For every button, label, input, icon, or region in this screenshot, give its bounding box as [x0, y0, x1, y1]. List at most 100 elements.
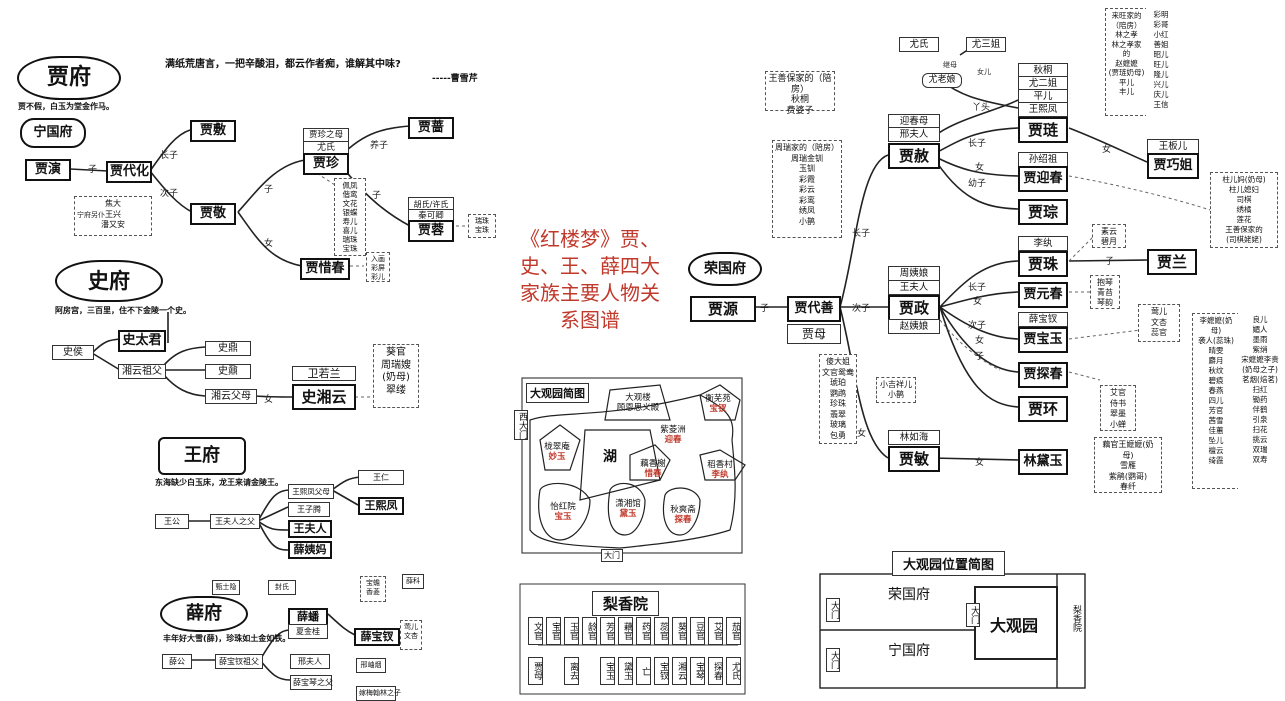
actress-box: 蕊官: [654, 617, 669, 645]
person-jiaqiaojie: 贾巧姐: [1147, 153, 1199, 179]
label-she-changzi: 长子: [968, 139, 987, 149]
she-servants: 王善保家的（陪房） 秋桐 费婆子: [765, 71, 835, 116]
label-she-youzi: 幼子: [968, 179, 987, 189]
label-zheng-nv: 女: [973, 297, 983, 307]
person-jiacong: 贾琮: [1018, 199, 1068, 225]
jiazhu-maids: 素云 碧月: [1092, 224, 1126, 248]
label-nver: 女儿: [977, 68, 991, 76]
person-youshi-rong: 尤氏: [899, 37, 939, 52]
place-qiushuangzhai: 秋爽斋探春: [670, 505, 696, 525]
assignment-box: 尤氏: [726, 657, 741, 685]
person-liwan: 李纨: [1018, 236, 1068, 251]
person-linruhai: 林如海: [888, 430, 940, 445]
label-rong-cizi: 次子: [852, 304, 871, 314]
label-changzi: 长子: [160, 151, 179, 161]
person-shixiangyun: 史湘云: [292, 384, 356, 410]
assignment-box: 湘云: [672, 657, 687, 685]
zhao-maids: 小吉祥儿 小鹊: [876, 377, 916, 403]
xue-motto: 丰年好大雪(薛)，珍珠如土金如铁。: [163, 634, 291, 643]
person-xiangyun-parents: 湘云父母: [205, 389, 257, 404]
person-jiazhen: 贾珍: [303, 153, 349, 175]
person-jiadaihua: 贾代化: [106, 161, 152, 183]
lixiang-title: 梨香院: [592, 591, 660, 616]
position-gate-rong: 大门: [826, 598, 840, 622]
jiarong-maids: 瑞珠 宝珠: [468, 214, 496, 238]
label-lian-nv: 女: [1102, 145, 1112, 155]
assignment-box: 离去: [564, 657, 579, 685]
rongguo-house: 荣国府: [688, 252, 762, 286]
label-zheng-changzi: 长子: [968, 283, 987, 293]
person-xueke: 薛科: [402, 574, 424, 589]
person-zhenshiyin: 甄士隐: [212, 580, 240, 595]
label-she-nv: 女: [975, 163, 985, 173]
main-title: 《红楼梦》贾、史、王、薛四大家族主要人物关系图谱: [520, 227, 660, 332]
actress-box: 葵官: [672, 617, 687, 645]
wang-banner: 王府: [158, 437, 246, 475]
person-jiazhu: 贾珠: [1018, 251, 1068, 277]
person-shihou: 史侯: [52, 345, 94, 360]
place-ouxiangxie: 藕香榭惜春: [640, 459, 666, 479]
baoyu-maids-2: 良儿 媚人 墨雨 紫绡 宋嬷嬷李贵(奶母之子) 茗烟(焙茗) 扫红 锄药 伴鹤 …: [1238, 313, 1282, 489]
assignment-box: 宝琴: [690, 657, 705, 685]
jiamu-maids: 傻大姐 文官鸳鸯 琥珀 鹦鹉 珍珠 翡翠 玻璃 包勇: [819, 354, 857, 444]
person-zhaoyiniang: 赵姨娘: [888, 319, 940, 334]
zheng-servants: 周瑞家的（陪房） 周瑞金钏 玉钏 彩霞 彩云 彩鸾 绣凤 小鹊: [772, 140, 842, 238]
person-jiadaishan: 贾代善: [787, 296, 841, 322]
actress-box: 茄官: [726, 617, 741, 645]
person-yousanjie: 尤三姐: [966, 37, 1006, 52]
position-gate-ning: 大门: [826, 648, 840, 672]
jia-motto: 贾不假，白玉为堂金作马。: [18, 102, 114, 111]
wang-motto: 东海缺少白玉床，龙王来请金陵王。: [155, 478, 283, 487]
label-shi-nv: 女: [264, 395, 274, 405]
person-xuebaochai: 薛宝钗: [354, 628, 400, 646]
actress-box: 文官: [528, 617, 543, 645]
person-jiazheng: 贾政: [888, 295, 940, 321]
person-jialan: 贾兰: [1147, 249, 1197, 275]
person-jiatanchun: 贾探春: [1018, 362, 1068, 388]
actress-box: 豆官: [690, 617, 705, 645]
label-nv-1: 女: [264, 239, 274, 249]
person-wangbaner: 王板儿: [1147, 139, 1199, 154]
assignment-box: 贾母: [528, 657, 543, 685]
verse-author: -----曹雪芹: [432, 74, 478, 84]
person-jiahuan: 贾环: [1018, 396, 1068, 422]
position-rongguofu: 荣国府: [888, 587, 930, 603]
person-fengshi: 封氏: [268, 580, 296, 595]
person-wangren: 王仁: [358, 470, 404, 485]
place-hengwuyuan: 衡芜苑宝钗: [705, 394, 731, 414]
label-min-nv: 女: [975, 458, 985, 468]
label-zheng-zi: 子: [975, 352, 985, 362]
position-title: 大观园位置简图: [892, 551, 1006, 576]
baoyu-wife-maids: 莺儿 文杏 蕊官: [1138, 304, 1180, 342]
label-zi-1: 子: [88, 165, 98, 175]
person-jialian: 贾琏: [1018, 117, 1068, 143]
garden-main-gate: 大门: [601, 549, 623, 562]
note-meihanlin: 嫁梅翰林之子: [356, 686, 401, 701]
jia-banner: 贾府: [17, 56, 121, 100]
label-rong-changzi: 长子: [852, 229, 871, 239]
person-wangxifeng: 王熙凤: [358, 497, 404, 515]
label-zheng-cizi: 次子: [968, 321, 987, 331]
place-ziling: 紫菱洲迎春: [660, 425, 686, 445]
lixiang-actresses: 文官 宝官 玉官 龄官 芳官 藕官 药官 蕊官 葵官 豆官 艾官 茄官: [528, 617, 742, 647]
place-xiaoxiangguan: 潇湘馆黛玉: [615, 499, 641, 519]
xue-banner: 薛府: [160, 596, 248, 632]
person-wang-father: 王夫人之父: [210, 514, 260, 529]
position-ningguofu: 宁国府: [888, 643, 930, 659]
position-gate-garden: 大门: [966, 603, 980, 627]
person-lindaiyu: 林黛玉: [1018, 449, 1068, 475]
actress-box: 玉官: [564, 617, 579, 645]
yuanchun-maids: 抱琴 青苔 琴韵: [1090, 275, 1120, 309]
person-jiaxichun: 贾惜春: [300, 258, 350, 280]
lixiang-assignments: 贾母 离去 宝玉 黛玉 亡 宝钗 湘云 宝琴 探春 尤氏: [528, 657, 742, 687]
jiazhen-maids: 佩凤 偕鸾 文花 银蝶 寿儿 喜儿 瑞珠 宝珠: [334, 178, 366, 256]
person-wangfuren: 王夫人: [288, 520, 332, 538]
garden-lake: 湖: [603, 449, 617, 465]
label-rong-nv: 女: [857, 429, 867, 439]
person-jiaqiang: 贾蔷: [408, 117, 454, 139]
ningguo-servants: 焦大 王兴 潘又安: [74, 196, 152, 236]
person-xiangyun-grandfather: 湘云祖父: [118, 364, 166, 379]
label-zheng-nv-2: 女: [975, 336, 985, 346]
shi-banner: 史府: [55, 260, 163, 302]
ningguo-house: 宁国府: [20, 118, 86, 148]
